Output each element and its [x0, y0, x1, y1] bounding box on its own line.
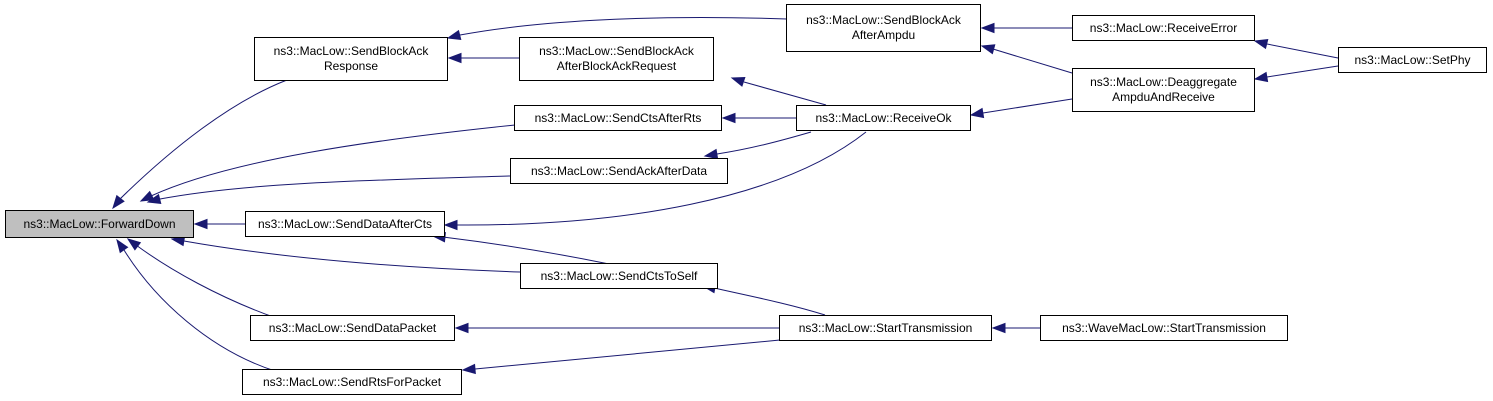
- edge-send-ack-after-data-to-forward-down: [159, 175, 511, 200]
- edge-deaggregate-to-receive-ok: [982, 98, 1073, 114]
- node-forward-down: ns3::MacLow::ForwardDown: [5, 210, 194, 238]
- node-label-line: ns3::MacLow::ReceiveError: [1089, 20, 1238, 35]
- edge-receive-ok-to-send-data-after-cts: [456, 131, 867, 226]
- edge-send-rts-for-packet-to-forward-down: [123, 249, 276, 372]
- edge-send-cts-after-rts-to-forward-down: [150, 124, 516, 197]
- edge-send-block-ack-after-ampdu-to-send-block-ack-response: [459, 16, 788, 36]
- node-label-line: ns3::MacLow::ReceiveOk: [815, 110, 952, 125]
- edge-start-transmission-to-send-cts-to-self: [713, 287, 826, 316]
- node-label-line: AmpduAndReceive: [1112, 90, 1215, 104]
- node-label-line: ns3::MacLow::SendCtsAfterRts: [534, 110, 702, 125]
- edge-arrowhead: [991, 322, 1006, 334]
- edge-send-data-packet-to-forward-down: [135, 244, 277, 319]
- node-label-line: ns3::MacLow::SendAckAfterData: [530, 163, 708, 178]
- node-label-line: ns3::MacLow::SendBlockAck: [539, 44, 694, 58]
- node-label-line: ns3::MacLow::SendBlockAck: [806, 13, 961, 27]
- edge-arrowhead: [146, 193, 162, 205]
- node-start-transmission[interactable]: ns3::MacLow::StartTransmission: [779, 315, 992, 341]
- node-send-cts-to-self[interactable]: ns3::MacLow::SendCtsToSelf: [520, 263, 718, 289]
- edge-arrowhead: [454, 322, 469, 334]
- node-label-line: ns3::MacLow::ForwardDown: [23, 216, 176, 231]
- edge-arrowhead: [193, 218, 208, 230]
- edge-arrowhead: [969, 107, 985, 119]
- edge-arrowhead: [703, 148, 719, 160]
- edge-send-cts-to-self-to-forward-down: [183, 240, 521, 273]
- node-set-phy[interactable]: ns3::MacLow::SetPhy: [1338, 47, 1487, 73]
- node-label-line: ns3::MacLow::SendDataAfterCts: [257, 216, 433, 231]
- edge-send-block-ack-response-to-forward-down: [119, 79, 288, 200]
- node-label-line: ns3::MacLow::SetPhy: [1354, 52, 1471, 67]
- edge-arrowhead: [446, 29, 462, 41]
- edge-receive-ok-to-send-block-ack-after-bar: [743, 81, 827, 106]
- node-label-line: AfterBlockAckRequest: [556, 59, 677, 73]
- node-send-ack-after-data[interactable]: ns3::MacLow::SendAckAfterData: [510, 158, 728, 184]
- node-send-data-after-cts[interactable]: ns3::MacLow::SendDataAfterCts: [245, 211, 445, 237]
- node-label-line: ns3::MacLow::StartTransmission: [798, 320, 973, 335]
- edge-arrowhead: [721, 112, 736, 124]
- node-send-cts-after-rts[interactable]: ns3::MacLow::SendCtsAfterRts: [514, 105, 722, 131]
- edge-set-phy-to-deaggregate: [1266, 65, 1339, 78]
- node-send-data-packet[interactable]: ns3::MacLow::SendDataPacket: [250, 315, 455, 341]
- node-label-line: ns3::MacLow::SendCtsToSelf: [540, 268, 698, 283]
- node-label-line: ns3::WaveMacLow::StartTransmission: [1062, 320, 1266, 335]
- edge-arrowhead: [461, 363, 476, 375]
- edge-arrowhead: [139, 190, 155, 202]
- edge-set-phy-to-receive-error: [1266, 43, 1339, 59]
- edge-arrowhead: [980, 22, 995, 34]
- node-receive-error[interactable]: ns3::MacLow::ReceiveError: [1072, 15, 1255, 41]
- edge-arrowhead: [112, 194, 125, 210]
- edge-arrowhead: [1253, 38, 1269, 50]
- edge-send-cts-to-self-to-send-data-after-cts: [442, 236, 610, 265]
- node-receive-ok[interactable]: ns3::MacLow::ReceiveOk: [796, 105, 971, 131]
- edge-arrowhead: [443, 219, 458, 231]
- node-wave-start-transmission[interactable]: ns3::WaveMacLow::StartTransmission: [1040, 315, 1288, 341]
- edge-arrowhead: [730, 76, 746, 87]
- edge-receive-ok-to-send-ack-after-data: [716, 131, 812, 155]
- node-label-line: ns3::MacLow::Deaggregate: [1090, 75, 1237, 89]
- node-label-line: ns3::MacLow::SendBlockAck: [273, 44, 429, 58]
- edge-deaggregate-to-send-block-ack-after-ampdu: [992, 48, 1073, 74]
- edge-arrowhead: [980, 44, 996, 55]
- edge-arrowhead: [1253, 71, 1269, 83]
- edge-arrowhead: [126, 238, 142, 251]
- node-label-line: AfterAmpdu: [851, 28, 916, 42]
- node-label-line: ns3::MacLow::SendRtsForPacket: [262, 374, 442, 389]
- edge-arrowhead: [116, 238, 129, 254]
- node-label-line: Response: [323, 59, 379, 73]
- edge-arrowhead: [447, 52, 462, 64]
- node-send-rts-for-packet[interactable]: ns3::MacLow::SendRtsForPacket: [242, 369, 462, 395]
- node-label-line: ns3::MacLow::SendDataPacket: [268, 320, 437, 335]
- edge-start-transmission-to-send-rts-for-packet: [474, 339, 781, 370]
